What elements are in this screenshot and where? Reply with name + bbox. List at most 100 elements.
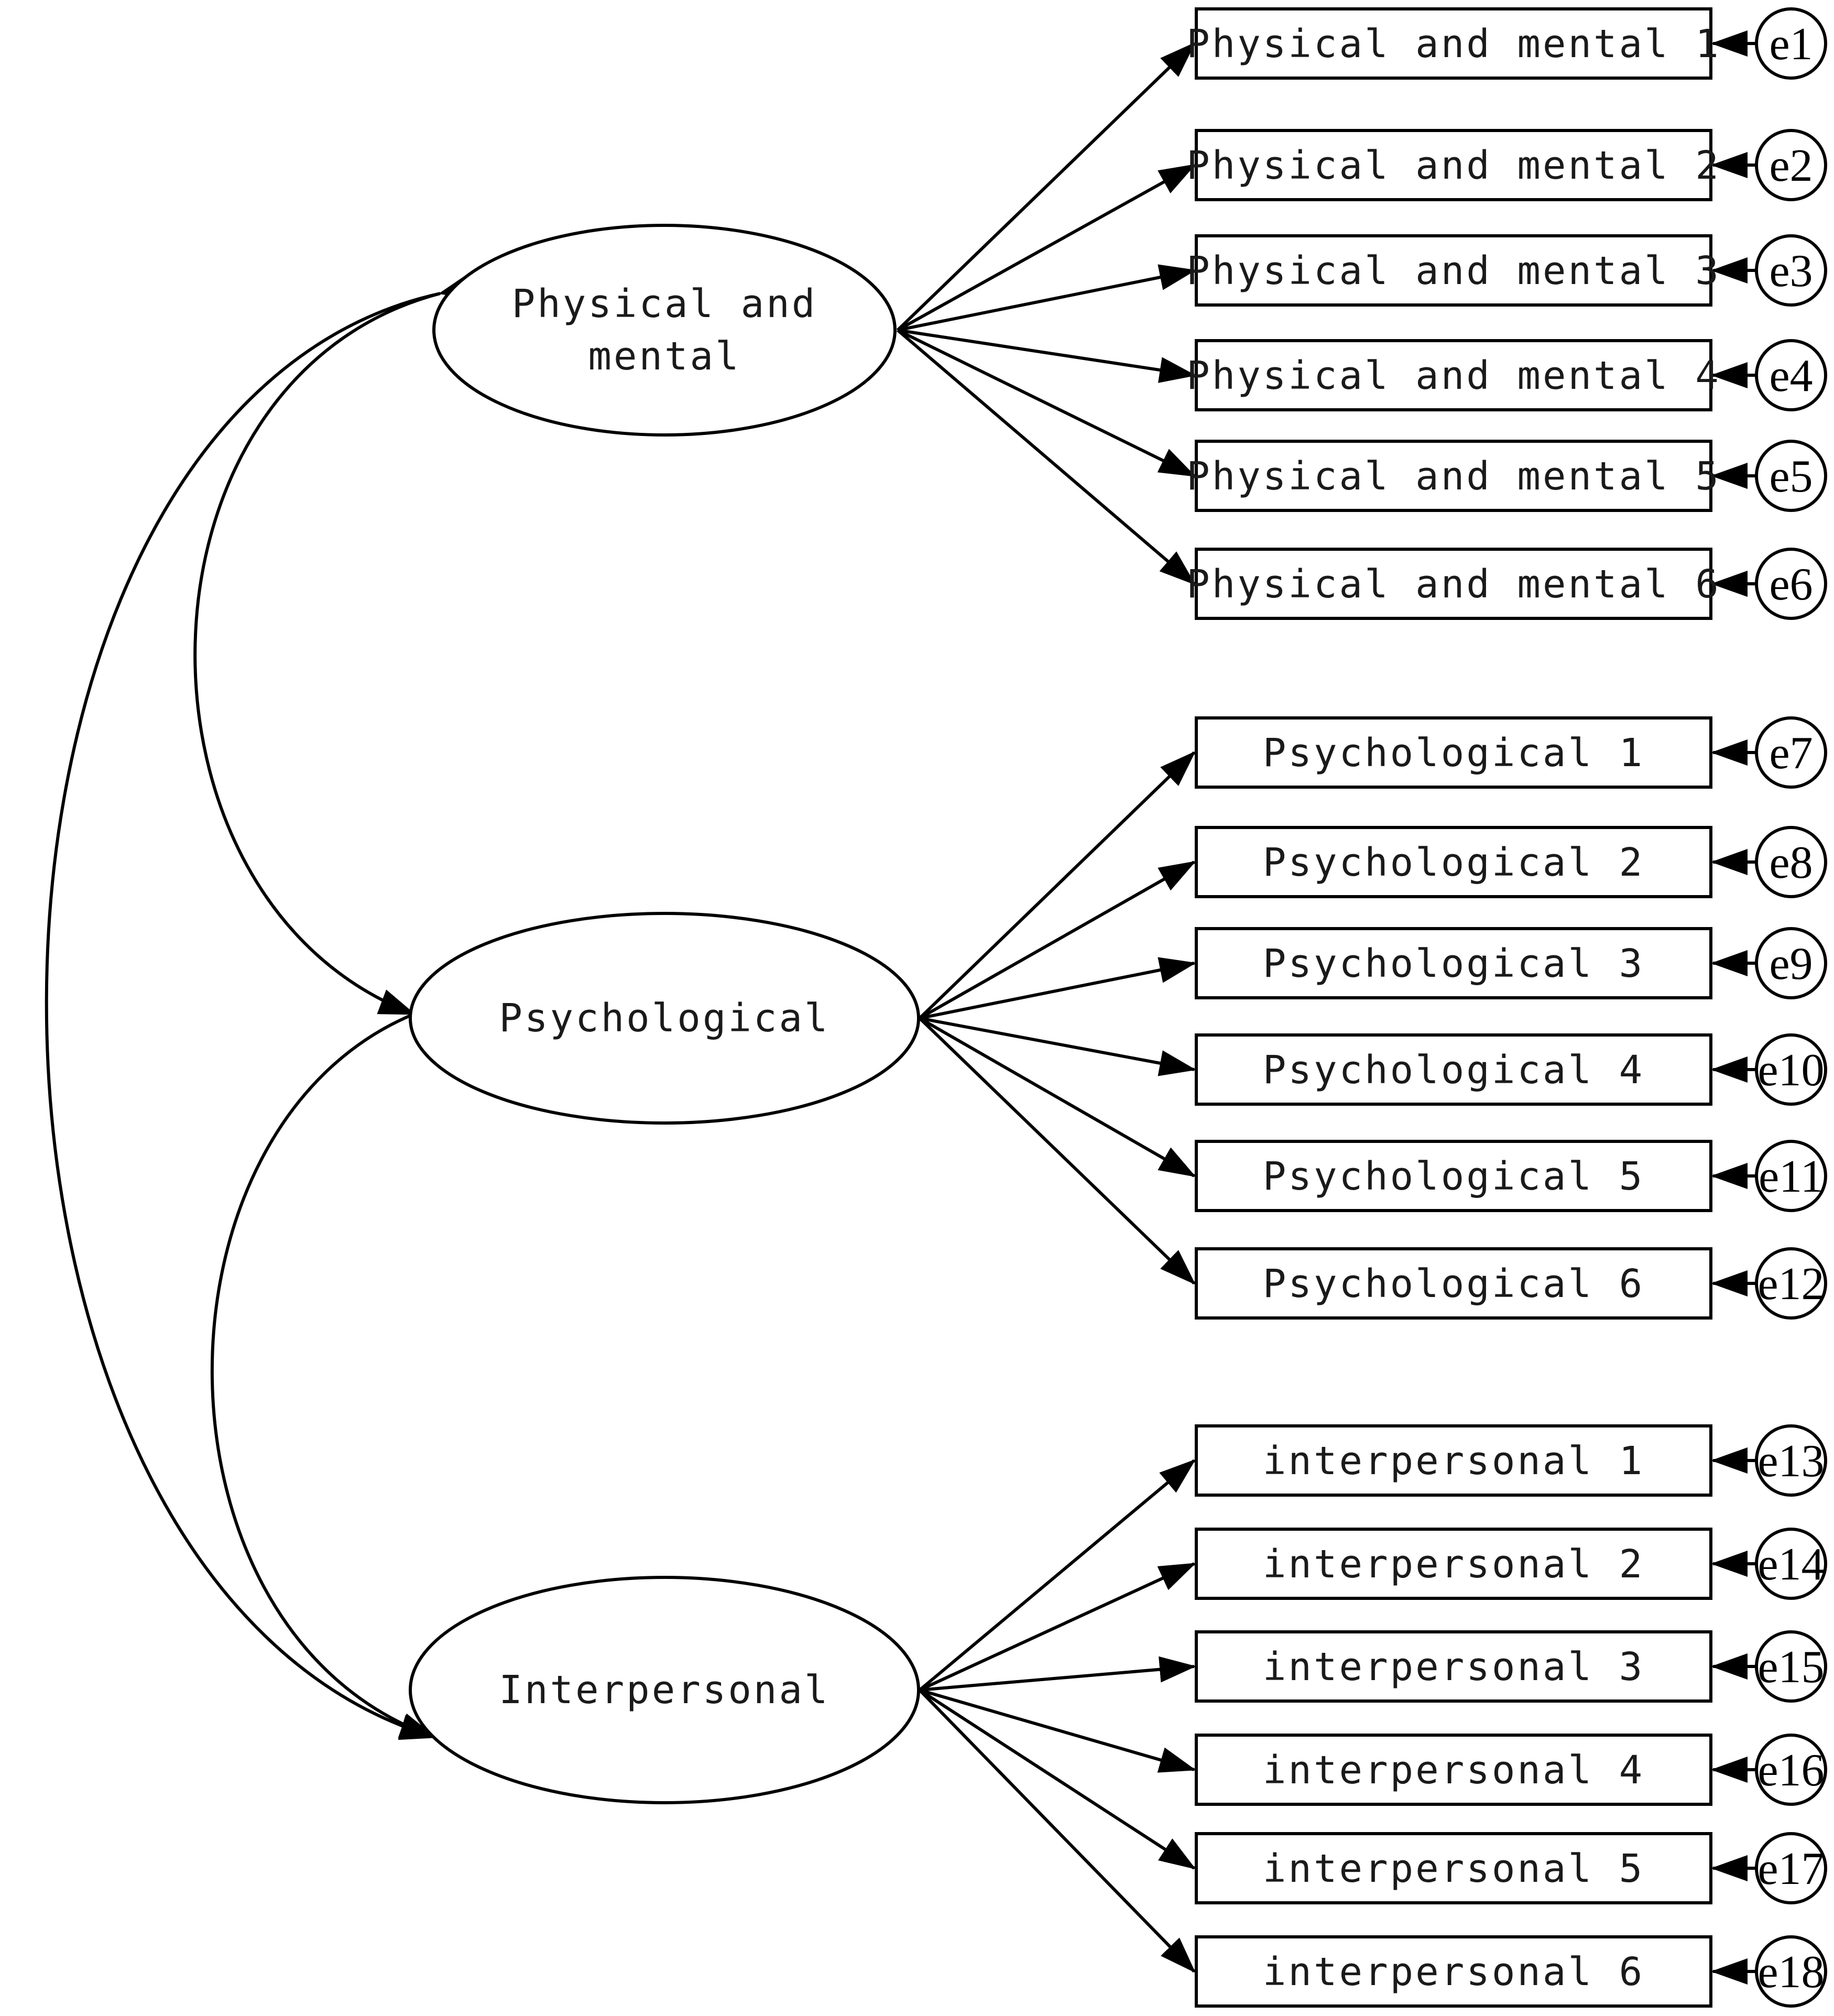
observed-box: [1195, 1140, 1712, 1212]
observed-box: [1195, 826, 1712, 898]
observed-label: Psychological 2: [1263, 840, 1644, 885]
observed-variable-interpersonal-3: interpersonal 3: [1195, 1630, 1712, 1703]
factor-loading-arrows: [896, 42, 1196, 1973]
error-circle: [1755, 1033, 1827, 1106]
observed-box: [1195, 927, 1712, 999]
error-circle: [1755, 1424, 1827, 1497]
error-term-e5: e5: [1711, 440, 1827, 512]
error-label: e6: [1769, 559, 1813, 610]
latent-label: mental: [588, 334, 740, 379]
observed-label: interpersonal 3: [1263, 1644, 1644, 1690]
observed-variable-psychological-4: Psychological 4: [1195, 1033, 1712, 1106]
error-label: e10: [1757, 1045, 1824, 1096]
latent-variable-interpersonal: Interpersonal: [409, 1576, 920, 1804]
latent-ellipse: [432, 224, 897, 437]
latent-label: Psychological: [499, 996, 829, 1041]
observed-box: [1195, 234, 1712, 307]
error-circle: [1755, 339, 1827, 411]
loading-arrow-physical-2: [897, 164, 1196, 332]
error-term-e13: e13: [1711, 1424, 1827, 1497]
observed-box: [1195, 1424, 1712, 1497]
loading-arrow-physical-3: [897, 264, 1196, 332]
loading-arrow-psychological-5: [919, 1017, 1196, 1178]
observed-variable-psychological-3: Psychological 3: [1195, 927, 1712, 999]
error-term-e9: e9: [1711, 927, 1827, 999]
loading-arrow-interpersonal-3: [919, 1656, 1196, 1692]
error-term-e2: e2: [1711, 129, 1827, 201]
error-circle: [1755, 1630, 1827, 1703]
loading-arrow-psychological-3: [919, 957, 1196, 1020]
error-circle: [1755, 1935, 1827, 2008]
error-circle: [1755, 440, 1827, 512]
covariance-arrows: [45, 271, 477, 1740]
error-circle: [1755, 927, 1827, 999]
error-term-e16: e16: [1711, 1734, 1827, 1806]
observed-label: interpersonal 5: [1263, 1846, 1644, 1891]
observed-box: [1195, 548, 1712, 620]
observed-variable-interpersonal-5: interpersonal 5: [1195, 1832, 1712, 1904]
error-circle: [1755, 716, 1827, 789]
loading-arrow-interpersonal-2: [919, 1562, 1196, 1692]
observed-variable-interpersonal-6: interpersonal 6: [1195, 1935, 1712, 2008]
error-term-e15: e15: [1711, 1630, 1827, 1703]
error-circle: [1755, 234, 1827, 307]
error-term-e10: e10: [1711, 1033, 1827, 1106]
loading-arrow-interpersonal-6: [918, 1688, 1196, 1973]
latent-ellipse: [409, 912, 920, 1125]
error-circle: [1755, 1140, 1827, 1212]
observed-variable-psychological-1: Psychological 1: [1195, 716, 1712, 789]
error-label: e2: [1769, 140, 1813, 191]
observed-variable-physical-and-mental-1: Physical and mental 1: [1186, 7, 1719, 80]
latent-variable-psychological: Psychological: [409, 912, 920, 1125]
loading-arrow-physical-5: [897, 329, 1196, 477]
observed-box: [1195, 1247, 1712, 1320]
observed-variable-interpersonal-1: interpersonal 1: [1195, 1424, 1712, 1497]
error-term-e17: e17: [1711, 1832, 1827, 1904]
latent-variable-physical: Physical and mental: [432, 224, 897, 437]
observed-label: Physical and mental 5: [1186, 454, 1721, 499]
loading-arrow-interpersonal-5: [919, 1688, 1196, 1870]
observed-label: Psychological 3: [1263, 941, 1644, 986]
observed-label: interpersonal 2: [1263, 1542, 1644, 1587]
latent-label: Physical and: [512, 281, 817, 326]
error-label: e12: [1757, 1259, 1824, 1310]
error-label: e3: [1769, 246, 1813, 297]
error-label: e16: [1757, 1745, 1824, 1796]
observed-label: Psychological 4: [1263, 1048, 1644, 1093]
observed-label: interpersonal 1: [1263, 1439, 1644, 1484]
observed-box: [1195, 716, 1712, 789]
observed-box: [1195, 1033, 1712, 1106]
observed-variable-psychological-2: Psychological 2: [1195, 826, 1712, 898]
observed-variables: Physical and mental 1 Physical and mental…: [1186, 7, 1721, 2008]
observed-label: Physical and mental 4: [1186, 353, 1721, 398]
error-circle: [1755, 1247, 1827, 1320]
observed-box: [1195, 339, 1712, 411]
error-label: e7: [1769, 728, 1813, 779]
error-label: e11: [1759, 1151, 1824, 1202]
loading-arrow-psychological-6: [918, 1017, 1196, 1285]
error-circle: [1755, 1734, 1827, 1806]
observed-variable-interpersonal-4: interpersonal 4: [1195, 1734, 1712, 1806]
observed-variable-physical-and-mental-6: Physical and mental 6: [1186, 548, 1719, 620]
error-label: e18: [1757, 1947, 1824, 1998]
error-term-e14: e14: [1711, 1528, 1827, 1600]
error-circle: [1755, 548, 1827, 620]
error-label: e8: [1769, 837, 1813, 888]
error-term-e8: e8: [1711, 826, 1827, 898]
error-circle: [1755, 826, 1827, 898]
covariance-arrow-physical-interpersonal: [45, 273, 477, 1740]
error-term-e7: e7: [1711, 716, 1827, 789]
loading-arrow-interpersonal-4: [919, 1688, 1196, 1773]
error-label: e4: [1769, 351, 1813, 401]
latent-label: Interpersonal: [499, 1668, 829, 1713]
observed-label: Psychological 1: [1263, 731, 1644, 776]
error-label: e5: [1769, 451, 1813, 502]
error-label: e15: [1757, 1642, 1824, 1693]
error-term-e3: e3: [1711, 234, 1827, 307]
observed-label: interpersonal 6: [1263, 1949, 1644, 1995]
loading-arrow-physical-1: [896, 42, 1196, 332]
error-circle: [1755, 1832, 1827, 1904]
observed-label: Psychological 5: [1263, 1154, 1644, 1199]
error-term-e11: e11: [1711, 1140, 1827, 1212]
